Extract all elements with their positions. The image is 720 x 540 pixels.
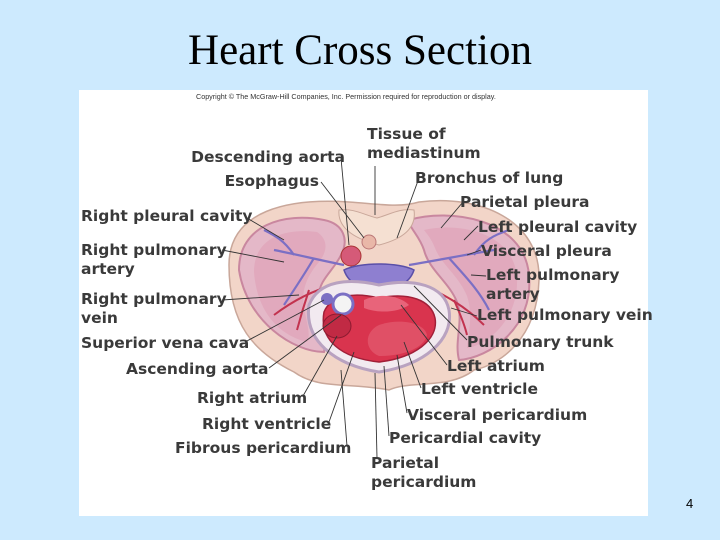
- label-fibrous-pericardium: Fibrous pericardium: [175, 439, 352, 457]
- figure-panel: Copyright © The McGraw-Hill Companies, I…: [79, 90, 653, 516]
- label-bronchus-of-lung: Bronchus of lung: [415, 169, 564, 187]
- pulmonary-artery-branches: [263, 228, 510, 311]
- label-visceral-pleura: Visceral pleura: [481, 242, 612, 260]
- leader-lines: [221, 157, 487, 459]
- label-parietal-pericardium: Parietal: [371, 454, 440, 472]
- superior-vena-cava-shape: [321, 293, 333, 305]
- label-right-pleural-cavity: Right pleural cavity: [81, 207, 253, 225]
- label-right-atrium: Right atrium: [197, 389, 308, 407]
- mediastinum: [338, 209, 415, 246]
- descending-aorta-shape: [340, 245, 362, 267]
- label-left-pulmonary-artery: Left pulmonary: [486, 266, 620, 284]
- label-descending-aorta: Descending aorta: [191, 148, 345, 166]
- label-right-pulmonary-artery: Right pulmonary: [81, 241, 227, 259]
- label-right-pulmonary-artery-line2: artery: [81, 260, 135, 278]
- right-atrium-shape: [322, 313, 352, 339]
- label-parietal-pleura: Parietal pleura: [460, 193, 590, 211]
- heart-cross-section-illustration: [221, 157, 540, 459]
- label-left-atrium: Left atrium: [447, 357, 545, 375]
- label-tissue-of-mediastinum: Tissue of: [367, 125, 446, 143]
- ascending-aorta-shape: [331, 292, 355, 316]
- label-visceral-pericardium: Visceral pericardium: [407, 406, 588, 424]
- label-left-ventricle: Left ventricle: [421, 380, 538, 398]
- label-parietal-pericardium-line2: pericardium: [371, 473, 477, 491]
- label-right-pulmonary-vein: Right pulmonary: [81, 290, 227, 308]
- label-pericardial-cavity: Pericardial cavity: [389, 429, 542, 447]
- label-right-ventricle: Right ventricle: [202, 415, 332, 433]
- right-lung-inner: [254, 231, 326, 342]
- label-esophagus: Esophagus: [224, 172, 319, 190]
- page-number: 4: [686, 496, 694, 511]
- label-left-pulmonary-artery-line2: artery: [486, 285, 540, 303]
- label-right-pulmonary-vein-line2: vein: [81, 309, 118, 327]
- label-pulmonary-trunk: Pulmonary trunk: [467, 333, 614, 351]
- copyright-notice: Copyright © The McGraw-Hill Companies, I…: [196, 92, 496, 101]
- left-ventricle-shape: [367, 321, 427, 356]
- label-tissue-of-mediastinum-line2: mediastinum: [367, 144, 481, 162]
- esophagus-shape: [361, 234, 377, 250]
- label-superior-vena-cava: Superior vena cava: [81, 334, 250, 352]
- left-atrium-shape: [364, 295, 409, 312]
- slide-title: Heart Cross Section: [188, 27, 532, 74]
- label-left-pleural-cavity: Left pleural cavity: [478, 218, 638, 236]
- label-ascending-aorta: Ascending aorta: [126, 360, 269, 378]
- label-left-pulmonary-vein: Left pulmonary vein: [477, 306, 653, 324]
